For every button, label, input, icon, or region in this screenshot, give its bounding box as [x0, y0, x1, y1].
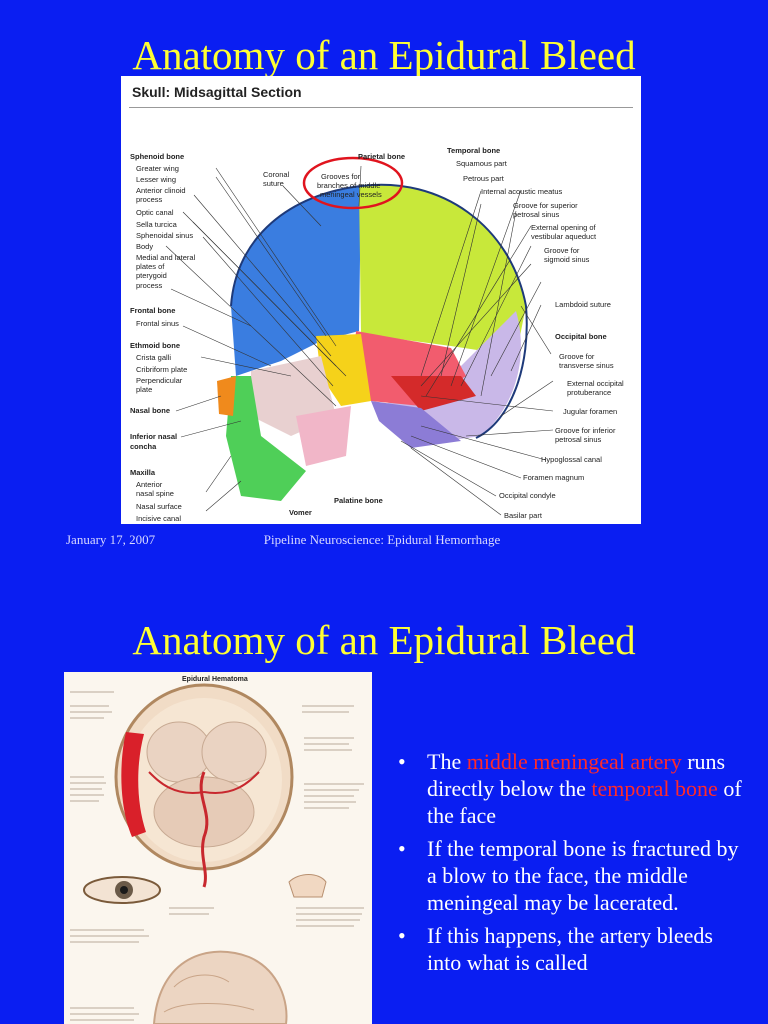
label-parietal-bone: Parietal bone: [358, 152, 406, 161]
label-basilar-part: Basilar part: [504, 511, 542, 520]
label-optic-canal: Optic canal: [136, 208, 174, 217]
footer-title: Pipeline Neuroscience: Epidural Hemorrha…: [263, 532, 501, 547]
bullet-list: The middle meningeal artery runs directl…: [398, 748, 748, 982]
label-occipital-condyle: Occipital condyle: [499, 491, 556, 500]
label-petrous-part: Petrous part: [463, 174, 504, 183]
label-lambdoid-suture: Lambdoid suture: [555, 300, 611, 309]
label-squamous-part: Squamous part: [456, 159, 507, 168]
label-groove-transverse-1: Groove for: [559, 352, 595, 361]
maxilla-region: [226, 376, 306, 501]
label-pterygoid: pterygoid: [136, 271, 167, 280]
bullet-item: The middle meningeal artery runs directl…: [398, 748, 748, 829]
brain-coronal-illustration: [70, 683, 364, 1024]
label-lesser-wing: Lesser wing: [136, 175, 177, 184]
label-nasal-spine: nasal spine: [136, 489, 174, 498]
label-maxilla: Maxilla: [130, 468, 156, 477]
bullet-text: of the face: [427, 776, 742, 828]
label-external-occipital-2: protuberance: [567, 388, 612, 397]
label-plate: plate: [136, 385, 153, 394]
bullet-item: If this happens, the artery bleeds into …: [398, 922, 748, 976]
label-sphenoidal-sinus: Sphenoidal sinus: [136, 231, 194, 240]
label-ethmoid-bone: Ethmoid bone: [130, 341, 180, 350]
bullet-text: The: [427, 749, 467, 774]
label-frontal-sinus: Frontal sinus: [136, 319, 179, 328]
label-medial-lateral: Medial and lateral: [136, 253, 196, 262]
label-grooves-2: branches of middle: [317, 181, 381, 190]
label-process: process: [136, 195, 163, 204]
frontal-bone-region: [231, 186, 361, 376]
label-groove-superior-2: petrosal sinus: [513, 210, 560, 219]
label-sphenoid-bone: Sphenoid bone: [130, 152, 185, 161]
label-external-occipital-1: External occipital: [567, 379, 624, 388]
label-greater-wing: Greater wing: [136, 164, 179, 173]
footer-date: January 17, 2007: [66, 532, 156, 547]
parietal-bone-region: [359, 184, 526, 356]
label-groove-inferior-1: Groove for inferior: [555, 426, 616, 435]
skull-midsagittal-figure: Skull: Midsagittal Section: [121, 76, 641, 524]
label-grooves-1: Grooves for: [321, 172, 361, 181]
figure-heading-2: Epidural Hematoma: [182, 676, 248, 683]
label-plates-of: plates of: [136, 262, 165, 271]
label-foramen-magnum: Foramen magnum: [523, 473, 585, 482]
label-groove-inferior-2: petrosal sinus: [555, 435, 602, 444]
label-grooves-3: meningeal vessels: [320, 190, 382, 199]
label-coronal: Coronal: [263, 170, 290, 179]
label-external-opening-1: External opening of: [531, 223, 596, 232]
highlight-temporal-bone: temporal bone: [591, 776, 718, 801]
label-temporal-bone: Temporal bone: [447, 146, 501, 155]
label-frontal-bone: Frontal bone: [130, 306, 176, 315]
label-external-opening-2: vestibular aqueduct: [531, 232, 597, 241]
label-groove-sigmoid-2: sigmoid sinus: [544, 255, 590, 264]
label-body: Body: [136, 242, 154, 251]
label-palatine-bone: Palatine bone: [334, 496, 383, 505]
label-process-2: process: [136, 281, 163, 290]
label-occipital-bone: Occipital bone: [555, 332, 607, 341]
bullet-item: If the temporal bone is fractured by a b…: [398, 835, 748, 916]
highlight-middle-meningeal-artery: middle meningeal artery: [466, 749, 682, 774]
skull-illustration: [165, 156, 554, 516]
label-internal-acoustic-meatus: Internal acoustic meatus: [481, 187, 563, 196]
slide-1-title: Anatomy of an Epidural Bleed: [132, 32, 636, 78]
sphenoid-bone-region: [316, 334, 371, 406]
label-perpendicular: Perpendicular: [136, 376, 183, 385]
label-incisive-canal: Incisive canal: [136, 514, 182, 523]
slide-1: Anatomy of an Epidural Bleed Skull: Mids…: [66, 32, 641, 547]
slide-2-title: Anatomy of an Epidural Bleed: [132, 617, 636, 663]
epidural-hematoma-figure: Epidural Hematoma: [64, 672, 372, 1024]
label-suture: suture: [263, 179, 284, 188]
label-anterior-clinoid: Anterior clinoid: [136, 186, 186, 195]
label-sella-turcica: Sella turcica: [136, 220, 177, 229]
label-crista-galli: Crista galli: [136, 353, 172, 362]
label-groove-transverse-2: transverse sinus: [559, 361, 614, 370]
grooves-highlight-circle: [302, 156, 404, 210]
label-hypoglossal-canal: Hypoglossal canal: [541, 455, 602, 464]
label-anterior: Anterior: [136, 480, 163, 489]
label-vomer: Vomer: [289, 508, 312, 517]
label-inferior-nasal: Inferior nasal: [130, 432, 178, 441]
label-nasal-bone: Nasal bone: [130, 406, 171, 415]
heading-rule: [129, 107, 633, 108]
figure-heading: Skull: Midsagittal Section: [132, 84, 302, 100]
label-concha: concha: [130, 442, 157, 451]
label-groove-superior-1: Groove for superior: [513, 201, 578, 210]
label-groove-sigmoid-1: Groove for: [544, 246, 580, 255]
slide-2: Anatomy of an Epidural Bleed Epidural He…: [0, 580, 768, 1024]
label-jugular-foramen: Jugular foramen: [563, 407, 618, 416]
label-cribriform-plate: Cribriform plate: [136, 365, 188, 374]
bullet-text: runs directly below the: [427, 749, 726, 801]
label-nasal-surface: Nasal surface: [136, 502, 182, 511]
hematoma-region: [121, 732, 146, 837]
